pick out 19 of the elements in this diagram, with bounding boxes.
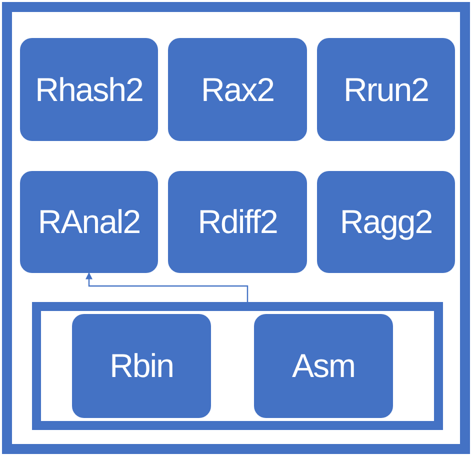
module-label: Rrun2 — [344, 70, 428, 108]
module-label: Rbin — [110, 347, 174, 385]
module-label: Rhash2 — [35, 70, 143, 108]
module-label: Rdiff2 — [198, 203, 278, 241]
module-label: Ragg2 — [340, 203, 432, 241]
module-box — [20, 171, 158, 273]
module-box — [72, 314, 211, 418]
module-label: RAnal2 — [38, 203, 140, 241]
module-box — [168, 171, 307, 273]
module-box — [317, 171, 455, 273]
module-box — [168, 38, 307, 141]
outer-frame — [2, 2, 470, 454]
module-box — [20, 38, 158, 141]
module-box — [254, 314, 393, 418]
module-label: Rax2 — [200, 70, 274, 108]
module-box — [317, 38, 455, 141]
arrow — [86, 272, 248, 302]
group-frame — [32, 302, 443, 430]
module-label: Asm — [292, 347, 355, 385]
